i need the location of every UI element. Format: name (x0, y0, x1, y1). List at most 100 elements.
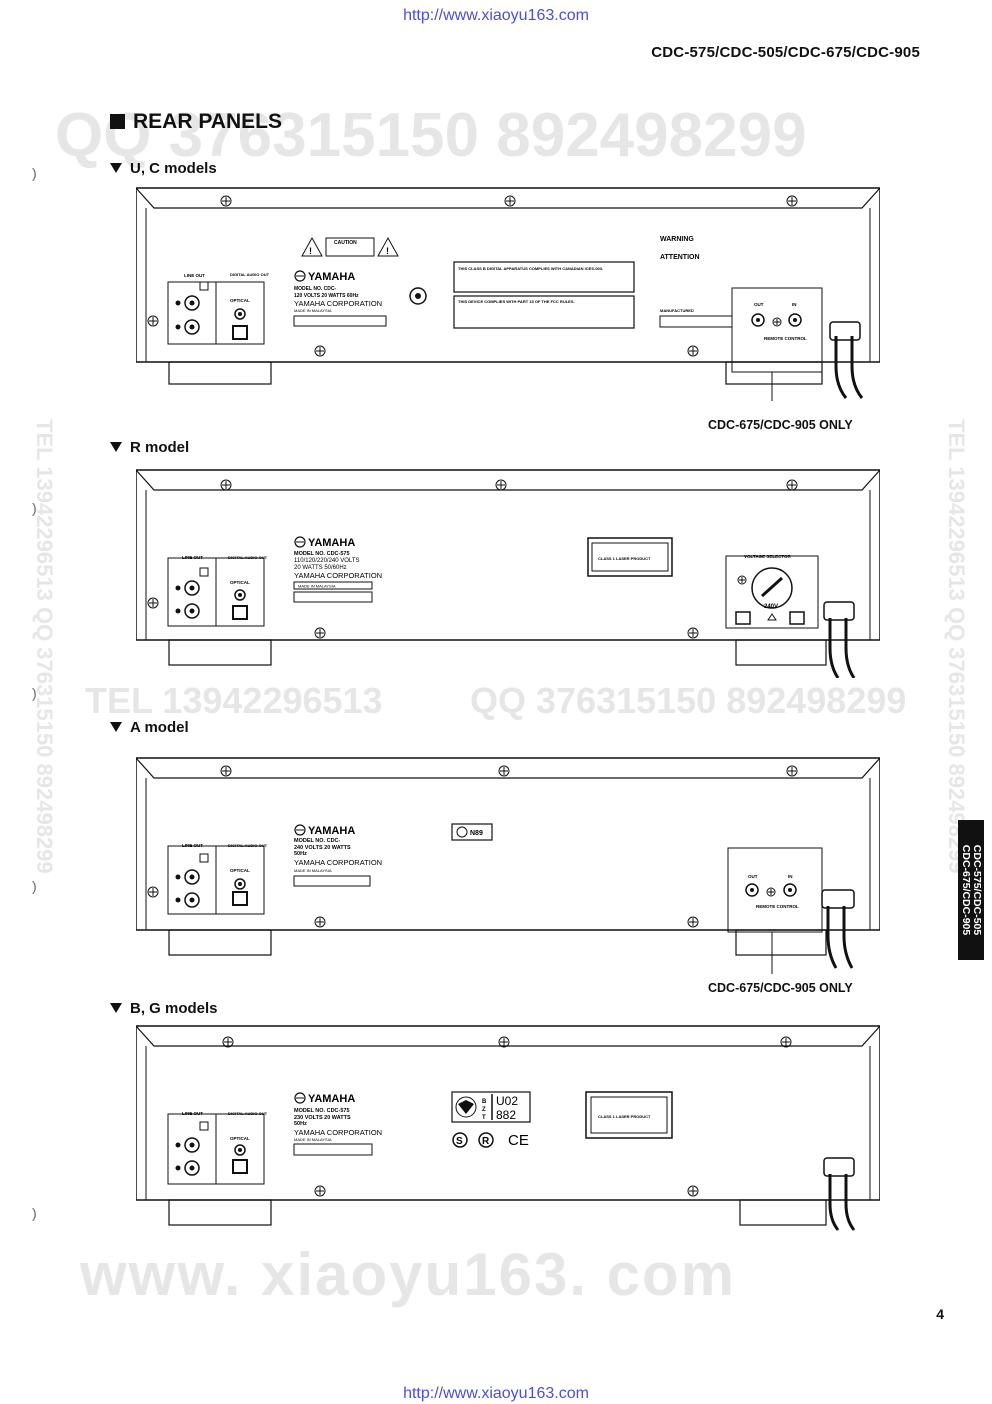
screw-icon (786, 195, 798, 207)
corporation-name: YAMAHA CORPORATION (294, 858, 382, 867)
rca-jack-icon[interactable] (184, 1137, 200, 1153)
caution-label: CAUTION (334, 240, 357, 246)
rca-jack-icon[interactable] (184, 319, 200, 335)
rca-jack-icon[interactable] (184, 892, 200, 908)
document-model-header: CDC-575/CDC-505/CDC-675/CDC-905 (651, 44, 920, 61)
margin-mark: ) (32, 878, 37, 894)
power-cord-icon (829, 321, 864, 399)
optical-port[interactable] (232, 605, 248, 620)
screw-icon (220, 765, 232, 777)
coaxial-jack-icon[interactable] (234, 308, 246, 320)
optical-port[interactable] (232, 1159, 248, 1174)
yamaha-logo-icon (294, 270, 306, 282)
corporation-name: YAMAHA CORPORATION (294, 299, 382, 308)
power-cord-icon (823, 1157, 856, 1231)
corporation-name: YAMAHA CORPORATION (294, 571, 382, 580)
brand-name: YAMAHA (308, 1093, 355, 1105)
made-in-label: MADE IN MALAYSIA (298, 584, 336, 589)
panel-heading-bg: B, G models (110, 1000, 218, 1017)
watermark-tel-mid: TEL 13942296513 (85, 680, 383, 721)
screw-icon (147, 597, 159, 609)
screw-icon (766, 887, 776, 897)
rca-jack-icon[interactable] (184, 1160, 200, 1176)
screw-icon (737, 575, 747, 585)
rear-panel-a: LINE OUT DIGITAL AUDIO OUT OPTICAL YAMAH… (136, 756, 880, 974)
svg-text:CE: CE (508, 1132, 529, 1149)
power-cord-icon (821, 889, 855, 969)
top-url[interactable]: http://www.xiaoyu163.com (403, 7, 589, 24)
power-cord-icon (823, 601, 856, 678)
warning-label: WARNING (660, 236, 694, 243)
brand-name: YAMAHA (308, 825, 355, 837)
remote-out-label: OUT (754, 302, 764, 307)
csa-logo-icon (409, 287, 427, 305)
voltage-selector-dial[interactable] (751, 567, 793, 609)
screw-icon (687, 345, 699, 357)
remote-in-label: IN (792, 302, 797, 307)
rca-jack-icon[interactable] (184, 869, 200, 885)
screw-icon (687, 916, 699, 928)
fcc-notice: THIS DEVICE COMPLIES WITH PART 15 OF THE… (458, 299, 575, 304)
power-rating-2: 20 WATTS 50/60Hz (294, 565, 347, 571)
voltage-selector-label: VOLTAGE SELECTOR (744, 554, 792, 559)
svg-text:R: R (482, 1136, 490, 1147)
remote-control-label: REMOTE CONTROL (756, 904, 799, 909)
watermark-qq-mid: QQ 376315150 892498299 (470, 680, 907, 721)
model-number: MODEL NO. CDC-575 (294, 1108, 350, 1114)
remote-jack-icon[interactable] (783, 883, 797, 897)
bzt-eagle-icon (455, 1096, 477, 1118)
digital-out-label: DIGITAL AUDIO OUT (228, 1111, 268, 1116)
rear-panel-r: LINE OUT DIGITAL AUDIO OUT OPTICAL YAMAH… (136, 468, 880, 678)
remote-jack-icon[interactable] (788, 313, 802, 327)
side-tab-line-1: CDC-575/CDC-505 (971, 844, 983, 936)
voltage-value: 240V (764, 604, 778, 610)
panel-heading-a: A model (110, 719, 189, 736)
svg-text:B: B (482, 1099, 487, 1105)
coaxial-jack-icon[interactable] (234, 878, 246, 890)
brand-name: YAMAHA (308, 271, 355, 283)
rca-jack-icon[interactable] (184, 603, 200, 619)
page-number: 4 (936, 1306, 944, 1322)
digital-out-label: DIGITAL AUDIO OUT (230, 272, 270, 277)
svg-text:!: ! (386, 246, 389, 256)
optical-label: OPTICAL (230, 868, 250, 873)
power-rating: 120 VOLTS 20 WATTS 60Hz (294, 293, 359, 299)
triangle-bullet-icon (110, 1003, 122, 1013)
rca-jack-icon[interactable] (184, 580, 200, 596)
screw-icon (314, 916, 326, 928)
remote-jack-icon[interactable] (751, 313, 765, 327)
screw-icon (314, 1185, 326, 1197)
canada-notice: THIS CLASS B DIGITAL APPARATUS COMPLIES … (458, 266, 603, 271)
optical-port[interactable] (232, 325, 248, 340)
screw-icon (504, 195, 516, 207)
screw-icon (687, 1185, 699, 1197)
screw-icon (147, 315, 159, 327)
screw-icon (147, 886, 159, 898)
warning-triangle-icon: ! (301, 236, 323, 257)
screw-icon (772, 317, 782, 327)
optical-port[interactable] (232, 891, 248, 906)
model-number: MODEL NO. CDC- (294, 286, 336, 292)
yamaha-logo-icon (294, 824, 306, 836)
line-out-label: LINE OUT (182, 843, 203, 848)
manufactured-label: MANUFACTURED (660, 308, 694, 313)
made-in-label: MADE IN MALAYSIA (294, 308, 332, 313)
screw-icon (786, 479, 798, 491)
coaxial-jack-icon[interactable] (234, 1144, 246, 1156)
rca-jack-icon[interactable] (184, 295, 200, 311)
watermark-qq-top: QQ 376315150 892498299 (55, 101, 807, 170)
screw-icon (314, 345, 326, 357)
svg-text:Z: Z (482, 1107, 486, 1113)
remote-jack-icon[interactable] (745, 883, 759, 897)
margin-mark: ) (32, 685, 37, 701)
remote-control-label: REMOTE CONTROL (764, 336, 807, 341)
panel-heading-r: R model (110, 439, 189, 456)
power-rating-2: 50Hz (294, 1121, 307, 1127)
bottom-url[interactable]: http://www.xiaoyu163.com (403, 1385, 589, 1402)
screw-icon (786, 765, 798, 777)
only-label-uc: CDC-675/CDC-905 ONLY (708, 418, 853, 432)
coaxial-jack-icon[interactable] (234, 589, 246, 601)
remote-out-label: OUT (748, 874, 758, 879)
screw-icon (220, 195, 232, 207)
